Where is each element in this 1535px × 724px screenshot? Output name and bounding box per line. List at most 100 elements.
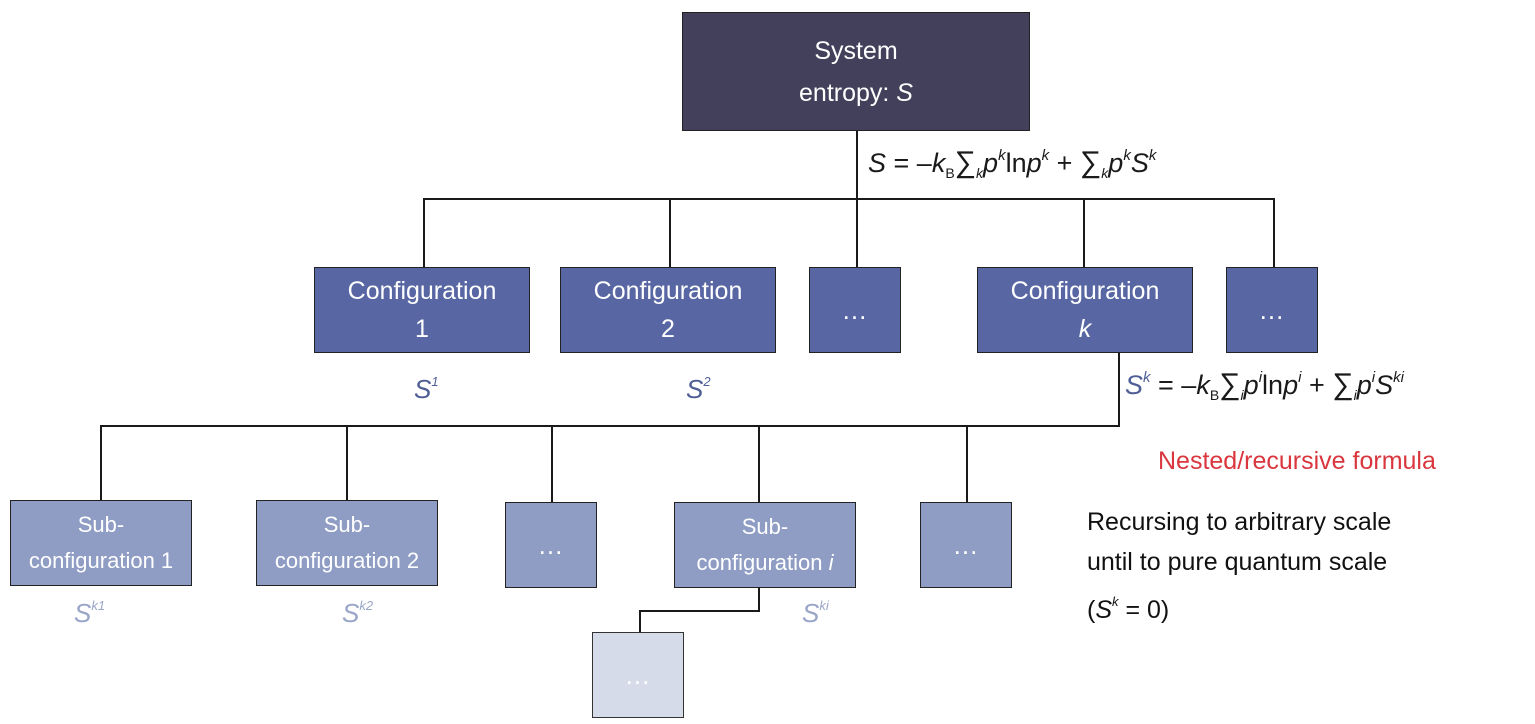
root-line2-text: entropy:: [799, 78, 897, 107]
subi-line2-text: configuration: [696, 550, 829, 575]
config1-line1: Configuration: [347, 277, 497, 305]
connector-configk-down: [1118, 352, 1120, 426]
label-sk1-base: S: [74, 598, 92, 628]
label-sk1-sup: k1: [91, 598, 106, 613]
configk-line2: k: [1078, 315, 1092, 343]
f2-idx2: i: [1353, 387, 1357, 403]
level1-ellipsis-1: ...: [842, 295, 868, 325]
f1-p3-sup: k: [1123, 147, 1131, 164]
sub2-line1: Sub-: [323, 512, 371, 537]
f1-S: S: [868, 148, 887, 178]
connector-level1-dots1: [856, 198, 858, 268]
subi-line2-var: i: [828, 550, 834, 575]
connector-sub1: [100, 425, 102, 501]
f2-p2: p: [1283, 370, 1299, 400]
f1-kB-sub: B: [945, 165, 955, 181]
f2-k: k: [1196, 370, 1210, 400]
f2-plus: +: [1301, 370, 1333, 400]
level2-ellipsis-1: ...: [538, 530, 564, 560]
level2-ellipsis-node-2: ...: [920, 502, 1012, 588]
f1-k: k: [931, 148, 946, 178]
root-line2-var: S: [896, 78, 913, 107]
connector-level1-dots2: [1273, 198, 1275, 268]
sub2-line2: configuration 2: [274, 548, 420, 573]
recursion-note: Recursing to arbitrary scale until to pu…: [1087, 502, 1391, 630]
recursion-note-line3: (Sk = 0): [1087, 582, 1391, 630]
connector-sub2: [346, 425, 348, 501]
f2-p2-sup: i: [1298, 369, 1302, 386]
sub-configuration-2-node: Sub- configuration 2: [256, 500, 438, 586]
formula-configuration-entropy: Sk = –kB∑ipilnpi + ∑ipiSki: [1125, 368, 1404, 403]
formula-system-entropy: S = –kB∑kpklnpk + ∑kpkSk: [868, 146, 1156, 181]
f2-p-sup: i: [1258, 369, 1263, 386]
subi-line1: Sub-: [741, 514, 789, 539]
label-sk2: Sk2: [342, 598, 373, 629]
label-s2-base: S: [686, 374, 704, 404]
config2-line1: Configuration: [593, 277, 743, 305]
nested-formula-note: Nested/recursive formula: [1158, 447, 1436, 475]
f1-plus: +: [1049, 148, 1080, 178]
note3-S: S: [1095, 596, 1113, 624]
level1-ellipsis-2: ...: [1259, 295, 1285, 325]
f1-sigma2: ∑: [1079, 146, 1102, 179]
label-sk1: Sk1: [74, 598, 105, 629]
connector-subi: [758, 425, 760, 503]
level3-ellipsis-node: ...: [592, 632, 684, 718]
root-line1: System: [814, 36, 898, 65]
level1-ellipsis-node-2: ...: [1226, 267, 1318, 353]
configk-line1: Configuration: [1010, 277, 1160, 305]
configuration-1-node: Configuration 1: [314, 267, 530, 353]
f1-ln: ln: [1005, 148, 1027, 178]
label-s2-sup: 2: [703, 374, 711, 389]
f2-kB-sub: B: [1209, 387, 1220, 403]
connector-level3-bus: [639, 610, 760, 612]
note3-open: (: [1087, 596, 1096, 624]
root-line2: entropy: S: [799, 72, 913, 114]
subi-line2: configuration i: [697, 545, 834, 581]
f2-p3-sup: i: [1371, 369, 1376, 386]
configuration-2-node: Configuration 2: [560, 267, 776, 353]
label-s2: S2: [686, 374, 711, 405]
f2-S-sup: k: [1143, 369, 1151, 386]
sub1-line2: configuration 1: [28, 548, 174, 573]
label-ski-base: S: [802, 598, 820, 628]
label-s1-sup: 1: [431, 374, 439, 389]
f1-S2-sup: k: [1148, 147, 1157, 164]
connector-level2-bus: [100, 425, 1120, 427]
recursion-note-line2: until to pure quantum scale: [1087, 548, 1388, 576]
connector-level2-dots1: [551, 425, 553, 503]
connector-level3-dots: [639, 610, 641, 634]
f1-eq: = –: [886, 148, 932, 178]
connector-level2-dots2: [966, 425, 968, 503]
f2-idx: i: [1240, 387, 1244, 403]
f2-p: p: [1243, 370, 1259, 400]
level3-ellipsis: ...: [625, 659, 651, 690]
f1-p2: p: [1026, 148, 1042, 178]
f2-sigma2: ∑: [1332, 368, 1354, 401]
f1-sigma: ∑: [954, 146, 977, 179]
configuration-k-node: Configuration k: [977, 267, 1193, 353]
label-s1-base: S: [414, 374, 432, 404]
f2-S: S: [1125, 370, 1144, 400]
recursion-note-line1: Recursing to arbitrary scale: [1087, 508, 1392, 536]
level2-ellipsis-2: ...: [953, 530, 979, 560]
connector-subi-down: [758, 585, 760, 612]
f1-p3: p: [1108, 148, 1124, 178]
label-s1: S1: [414, 374, 439, 405]
label-sk2-sup: k2: [359, 598, 374, 613]
sub-configuration-i-node: Sub- configuration i: [674, 502, 856, 588]
f1-idx: k: [976, 165, 984, 181]
f1-p2-sup: k: [1041, 147, 1050, 164]
f2-eq: = –: [1150, 370, 1197, 400]
config2-line2: 2: [661, 315, 675, 343]
system-entropy-node: System entropy: S: [682, 12, 1030, 131]
f1-p-sup: k: [998, 147, 1006, 164]
f1-idx2: k: [1101, 165, 1109, 181]
f1-S2: S: [1130, 148, 1149, 178]
sub-configuration-1-node: Sub- configuration 1: [10, 500, 192, 586]
connector-config2: [669, 198, 671, 268]
connector-configk: [1083, 198, 1085, 268]
f2-S2-sup: ki: [1393, 369, 1404, 386]
f2-p3: p: [1356, 370, 1372, 400]
connector-config1: [423, 198, 425, 268]
